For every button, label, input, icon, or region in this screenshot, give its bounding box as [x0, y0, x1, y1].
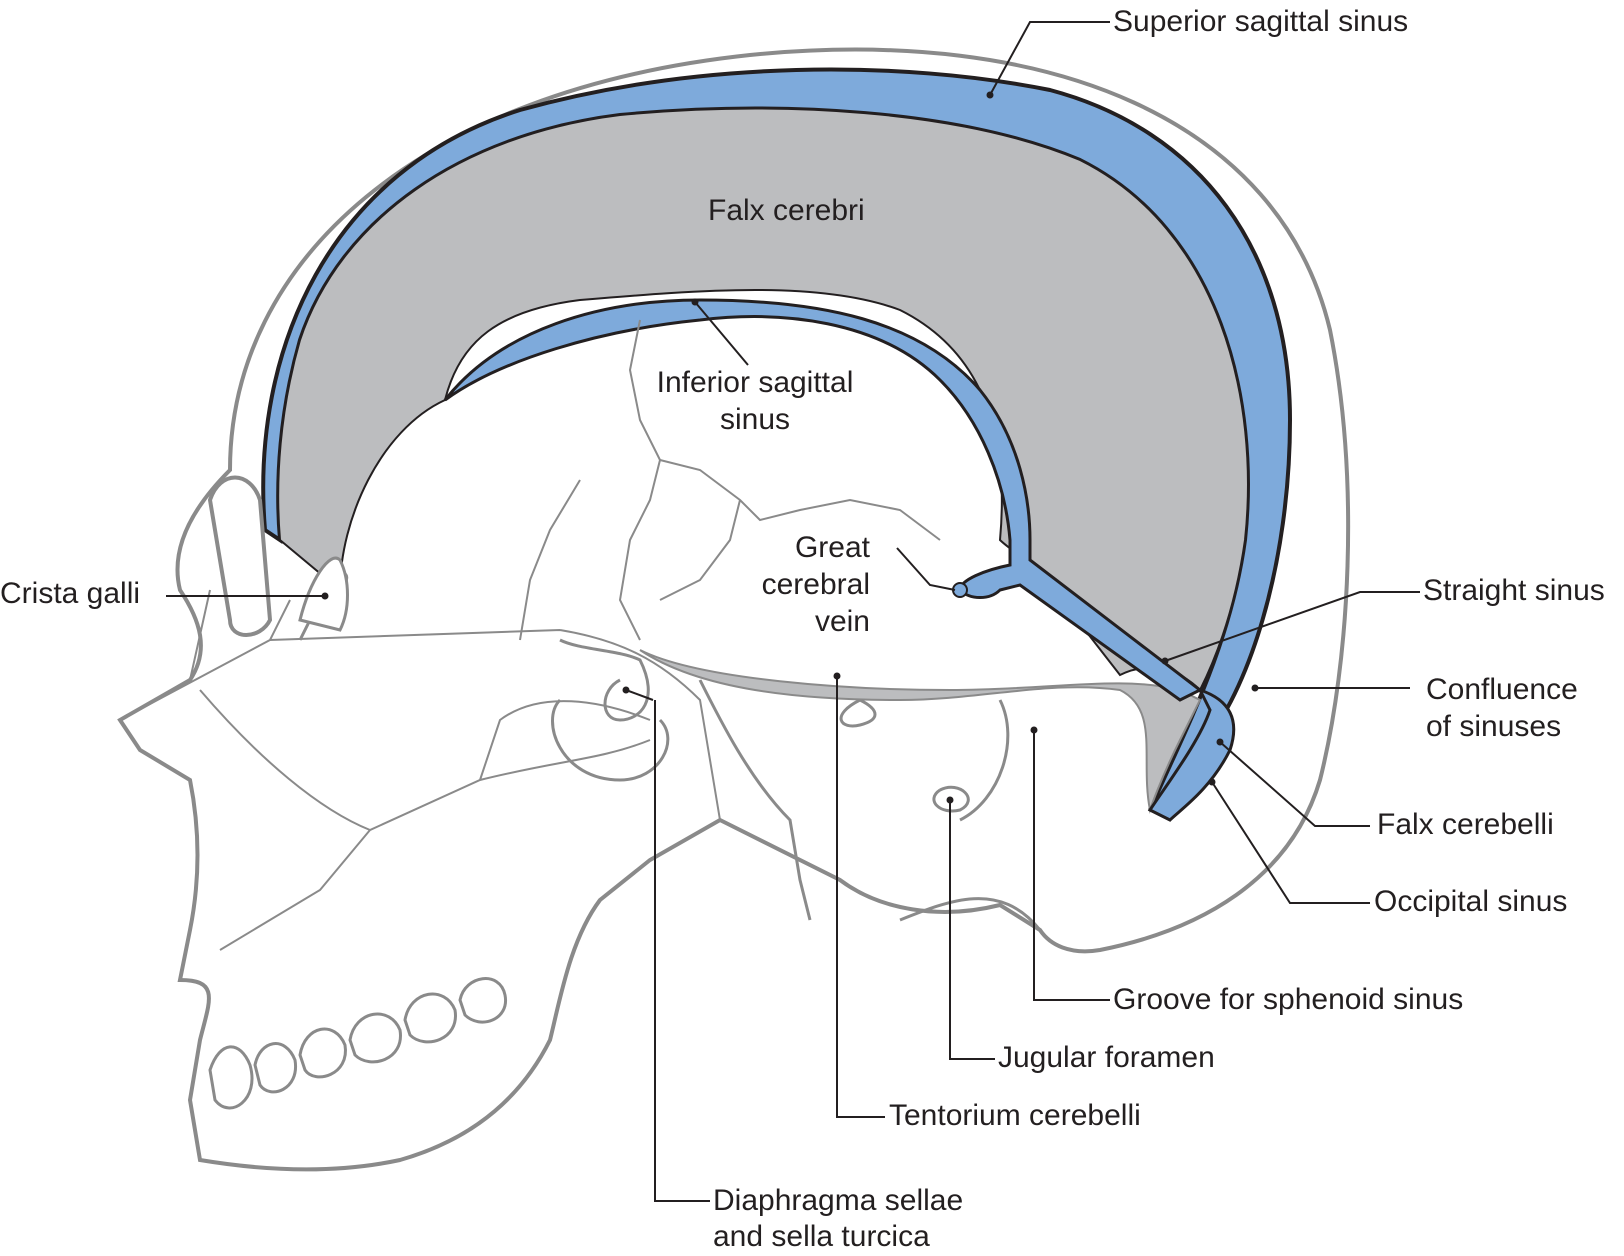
- occipital-sinus-shape: [1147, 687, 1236, 822]
- label-falx-cerebelli: Falx cerebelli: [1377, 808, 1554, 841]
- label-jugular-foramen: Jugular foramen: [998, 1041, 1215, 1074]
- teeth: [208, 977, 507, 1110]
- label-inferior-sagittal-sinus-line2: sinus: [719, 403, 791, 436]
- label-falx-cerebri: Falx cerebri: [708, 194, 865, 227]
- label-occipital-sinus: Occipital sinus: [1374, 885, 1568, 918]
- label-great-cerebral-vein-line1: Great: [794, 531, 870, 564]
- falx-cerebri-shape: [277, 107, 1249, 692]
- label-crista-galli: Crista galli: [0, 577, 141, 610]
- leader-tentorium-cerebelli: [836, 676, 885, 1118]
- leader-occipital-sinus: [1211, 781, 1370, 904]
- label-groove-sphenoid-sinus: Groove for sphenoid sinus: [1113, 983, 1464, 1016]
- great-cerebral-vein-shape: [952, 582, 968, 598]
- leader-groove-sphenoid: [1033, 730, 1110, 1001]
- leader-falx-cerebelli: [1219, 741, 1370, 827]
- label-inferior-sagittal-sinus-line1: Inferior sagittal: [656, 366, 854, 399]
- frontal-sinus-shape: [207, 475, 273, 637]
- tentorium-cerebelli-shape: [639, 649, 1202, 814]
- label-great-cerebral-vein-line3: vein: [814, 605, 870, 638]
- leader-jugular-foramen: [949, 800, 995, 1060]
- label-diaphragma-sellae-line1: Diaphragma sellae: [713, 1184, 964, 1217]
- leader-great-cerebral-vein: [896, 547, 956, 591]
- leader-inferior-sagittal-sinus: [694, 301, 749, 366]
- label-superior-sagittal-sinus: Superior sagittal sinus: [1113, 5, 1409, 38]
- leader-diaphragma-sellae: [625, 689, 710, 1202]
- label-confluence-line2: of sinuses: [1426, 710, 1562, 743]
- label-tentorium-cerebelli: Tentorium cerebelli: [889, 1099, 1141, 1132]
- leader-straight-sinus: [1164, 591, 1420, 662]
- facial-bone-lines: [119, 589, 721, 951]
- label-confluence-line1: Confluence: [1426, 673, 1578, 706]
- label-great-cerebral-vein-line2: cerebral: [761, 568, 870, 601]
- skull-outline: [117, 47, 1351, 1172]
- cranial-base-lines: [298, 571, 1042, 931]
- leader-lines: [166, 21, 1420, 1202]
- suture-lines: [519, 319, 941, 641]
- label-straight-sinus: Straight sinus: [1423, 574, 1605, 607]
- leader-superior-sagittal-sinus: [989, 21, 1110, 96]
- label-diaphragma-sellae-line2: and sella turcica: [713, 1220, 930, 1253]
